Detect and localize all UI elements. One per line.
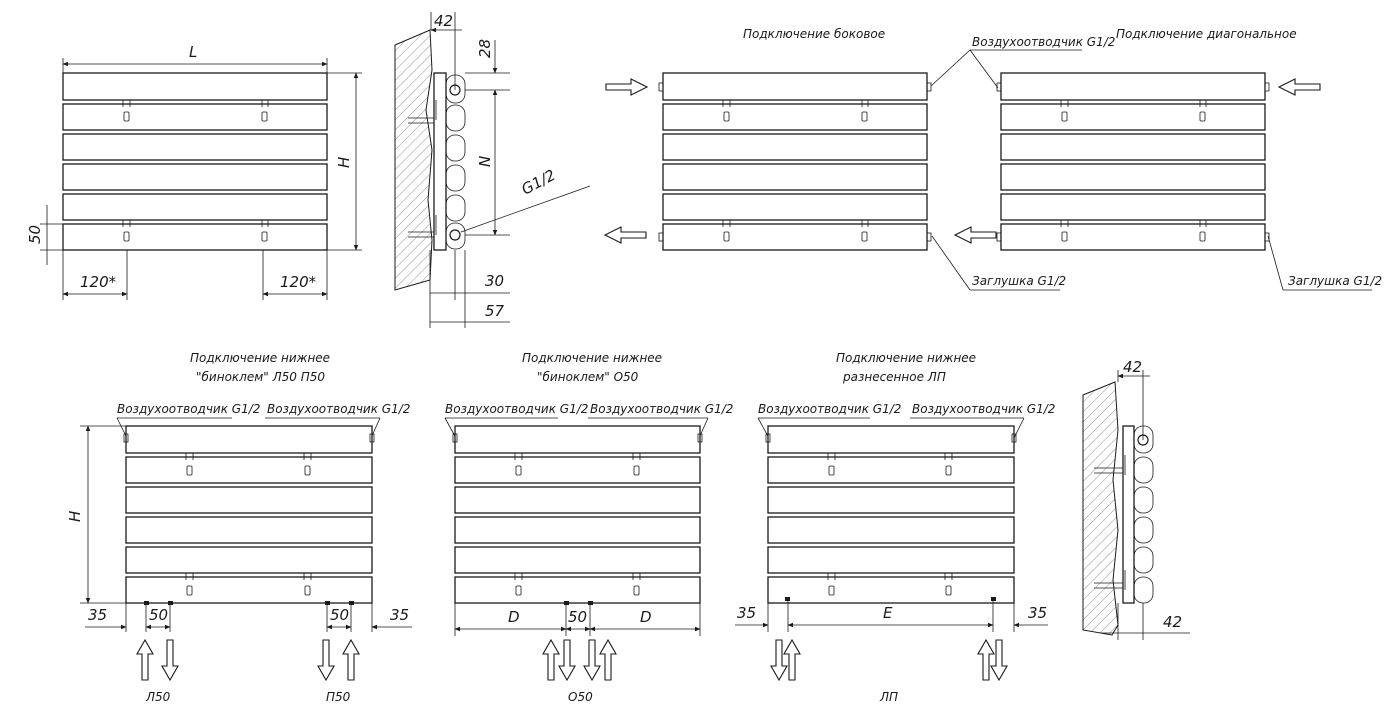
lp-up-arrow-right [977, 638, 995, 681]
dim-thread-label: G1/2 [518, 166, 558, 199]
side-view-small: 42 42 [1082, 358, 1190, 640]
bottom-binocle-l50-p50-diagram: Подключение нижнее "биноклем" Л50 П50 Во… [66, 351, 412, 704]
diagonal-connection-brackets [996, 82, 1270, 242]
side-connection-brackets [658, 82, 932, 242]
wall-section [394, 29, 433, 291]
diagonal-connection-diagram: Подключение диагональное [953, 27, 1321, 251]
plug-label-side: Заглушка G1/2 [972, 274, 1066, 288]
side-connection-diagram: Подключение боковое [603, 27, 932, 251]
air-vent-label-separated-left: Воздухоотводчик G1/2 [758, 402, 901, 416]
dim-depth-top-label: 42 [434, 12, 453, 30]
binocle-l50-p50-title-line1: Подключение нижнее [190, 351, 330, 365]
dim-length-label: L [189, 43, 197, 61]
binocle-o50-panels [452, 425, 703, 604]
binocle-l50-p50-panels [123, 425, 375, 604]
dim-edge-right-separated: 35 [1028, 604, 1047, 622]
code-p50: П50 [326, 690, 351, 704]
dim-depth-bottom-small: 42 [1163, 613, 1182, 631]
front-view: L H 50 120* 120* [26, 43, 362, 300]
dim-axis-distance-label: N [476, 156, 494, 167]
dim-side-offset-left-label: 120* [80, 273, 117, 291]
binocle-l50-p50-title-line2: "биноклем" Л50 П50 [196, 370, 325, 384]
p50-up-arrow [342, 638, 360, 681]
dim-height-label-binocle: H [66, 511, 84, 522]
dim-height-label: H [335, 157, 353, 168]
code-o50: О50 [568, 690, 593, 704]
side-view-dimension-lines [429, 12, 591, 328]
l50-up-arrow [136, 638, 154, 681]
dim-edge-left-separated: 35 [737, 604, 756, 622]
side-view-brackets [408, 100, 437, 238]
dim-top-offset-label: 28 [476, 39, 494, 58]
code-lp: ЛП [879, 690, 898, 704]
dim-depth-top-small: 42 [1123, 358, 1142, 376]
side-outlet-arrow [603, 226, 647, 244]
side-inlet-arrow [605, 78, 649, 96]
o50-down-arrow-2 [583, 639, 601, 682]
air-vent-label-binocle-left: Воздухоотводчик G1/2 [117, 402, 260, 416]
bottom-separated-diagram: Подключение нижнее разнесенное ЛП Воздух… [735, 351, 1055, 704]
dim-edge-left-binocle: 35 [88, 606, 107, 624]
side-view-small-tubes [1133, 425, 1154, 604]
air-vent-label-o50-right: Воздухоотводчик G1/2 [590, 402, 733, 416]
p50-down-arrow [317, 639, 335, 682]
lp-up-arrow-left [783, 638, 801, 681]
dim-spacing-right-binocle: 50 [330, 606, 349, 624]
side-view: 42 28 N G1/2 30 57 [394, 12, 591, 328]
bottom-binocle-o50-diagram: Подключение нижнее "биноклем" О50 Воздух… [444, 351, 733, 704]
air-vent-label-separated-right: Воздухоотводчик G1/2 [912, 402, 1055, 416]
side-connection-panels [662, 72, 928, 251]
side-view-tubes [445, 74, 466, 250]
front-view-panels [62, 72, 328, 251]
code-l50: Л50 [145, 690, 171, 704]
binocle-o50-title-line1: Подключение нижнее [522, 351, 662, 365]
separated-title-line2: разнесенное ЛП [842, 370, 946, 384]
binocle-o50-title-line2: "биноклем" О50 [537, 370, 639, 384]
o50-up-arrow-2 [599, 638, 617, 681]
dim-d-left: D [508, 608, 520, 626]
air-vent-label-top: Воздухоотводчик G1/2 [972, 35, 1115, 49]
dim-d-right: D [640, 608, 652, 626]
l50-down-arrow [161, 639, 179, 682]
air-vent-label-o50-left: Воздухоотводчик G1/2 [445, 402, 588, 416]
o50-down-arrow-1 [558, 639, 576, 682]
dim-e: E [883, 604, 893, 622]
separated-title-line1: Подключение нижнее [836, 351, 976, 365]
front-view-brackets [122, 100, 269, 242]
dim-total-depth-label: 57 [485, 302, 505, 320]
dim-spacing-left-binocle: 50 [149, 606, 168, 624]
diagonal-connection-panels [1000, 72, 1266, 251]
dim-bottom-offset-label: 50 [26, 225, 44, 244]
wall-section-small [1082, 381, 1119, 636]
air-vent-label-binocle-right: Воздухоотводчик G1/2 [267, 402, 410, 416]
lp-down-arrow-right [990, 639, 1008, 682]
dim-wall-gap-label: 30 [485, 272, 504, 290]
diagonal-outlet-arrow [953, 226, 997, 244]
dim-edge-right-binocle: 35 [390, 606, 409, 624]
o50-up-arrow-1 [542, 638, 560, 681]
front-view-dimension-lines [40, 58, 362, 300]
diagonal-connection-title: Подключение диагональное [1116, 27, 1297, 41]
plug-label-diagonal: Заглушка G1/2 [1288, 274, 1382, 288]
dim-side-offset-right-label: 120* [280, 273, 317, 291]
top-callouts [930, 49, 1372, 291]
separated-panels [765, 425, 1017, 604]
lp-down-arrow-left [770, 639, 788, 682]
dim-spacing-o50: 50 [568, 608, 587, 626]
side-connection-title: Подключение боковое [743, 27, 885, 41]
diagonal-inlet-arrow [1277, 78, 1321, 96]
